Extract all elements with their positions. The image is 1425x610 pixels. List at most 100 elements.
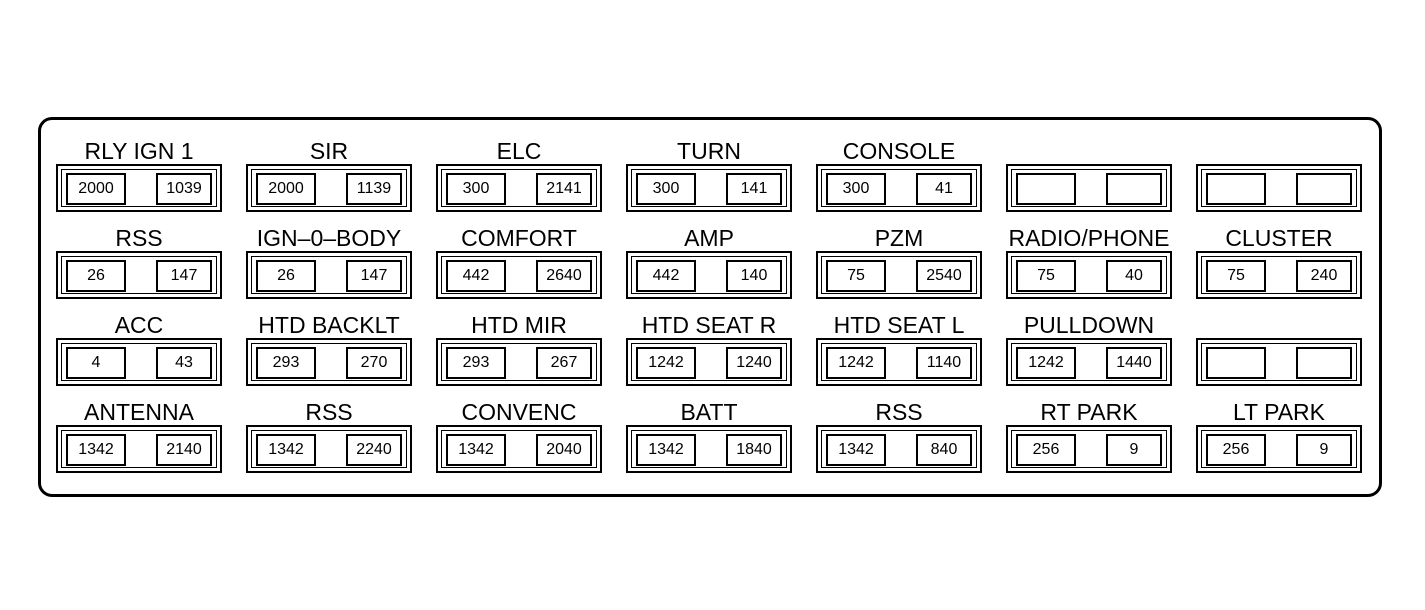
relay-terminal-right: 140 [726,260,782,292]
relay-terminal-left: 1342 [636,434,696,466]
relay-body: 442 2640 [436,251,602,299]
relay-label: LT PARK [1232,399,1326,425]
relay-terminal-right [1296,347,1352,379]
relay-terminal-right: 1840 [726,434,782,466]
relay-label: CLUSTER [1225,225,1333,251]
relay-terminal-left: 75 [1016,260,1076,292]
relay-terminal-left: 2000 [256,173,316,205]
relay-terminal-left: 300 [446,173,506,205]
relay-body: 300 2141 [436,164,602,212]
relay-terminal-right: 147 [156,260,212,292]
relay-label: ANTENNA [84,399,194,425]
relay-terminal-left: 442 [446,260,506,292]
relay-terminal-right: 40 [1106,260,1162,292]
relay-label: HTD SEAT L [833,312,965,338]
relay-label: CONVENC [461,399,577,425]
relay-body [1196,338,1362,386]
relay-slot [1196,304,1362,391]
relay-terminal-left: 293 [446,347,506,379]
relay-terminal-right: 2640 [536,260,592,292]
relay-slot: RSS 26 147 [56,217,222,304]
relay-body: 1342 2040 [436,425,602,473]
relay-terminal-left: 1342 [826,434,886,466]
relay-slot: CONVENC 1342 2040 [436,391,602,478]
relay-terminal-right: 2141 [536,173,592,205]
relay-body: 256 9 [1196,425,1362,473]
relay-body: 4 43 [56,338,222,386]
relay-body: 1242 1440 [1006,338,1172,386]
relay-slot: LT PARK 256 9 [1196,391,1362,478]
relay-terminal-right: 43 [156,347,212,379]
relay-terminal-left: 293 [256,347,316,379]
relay-body: 2000 1039 [56,164,222,212]
relay-label: ELC [496,138,542,164]
relay-slot: BATT 1342 1840 [626,391,792,478]
relay-terminal-right: 141 [726,173,782,205]
relay-label: PZM [874,225,924,251]
relay-terminal-right: 1140 [916,347,972,379]
relay-terminal-left: 1342 [446,434,506,466]
relay-slot: ELC 300 2141 [436,130,602,217]
relay-terminal-right: 2040 [536,434,592,466]
relay-slot: RLY IGN 1 2000 1039 [56,130,222,217]
relay-label: ACC [114,312,164,338]
relay-terminal-left: 256 [1206,434,1266,466]
relay-terminal-right: 2240 [346,434,402,466]
relay-body: 293 267 [436,338,602,386]
relay-terminal-left: 2000 [66,173,126,205]
relay-terminal-left: 4 [66,347,126,379]
relay-panel [38,117,1382,497]
relay-label: BATT [680,399,738,425]
relay-slot [1196,130,1362,217]
relay-terminal-right: 9 [1106,434,1162,466]
relay-terminal-left: 442 [636,260,696,292]
relay-label: RSS [115,225,163,251]
relay-terminal-left: 1242 [1016,347,1076,379]
relay-terminal-left: 26 [66,260,126,292]
relay-slot [1006,130,1172,217]
relay-label: COMFORT [461,225,577,251]
relay-terminal-right: 1039 [156,173,212,205]
relay-label: SIR [309,138,349,164]
relay-label: IGN–0–BODY [256,225,402,251]
relay-terminal-left: 75 [1206,260,1266,292]
relay-label: HTD BACKLT [258,312,400,338]
relay-label: RSS [305,399,353,425]
relay-terminal-right: 1440 [1106,347,1162,379]
relay-terminal-right: 9 [1296,434,1352,466]
relay-label: HTD SEAT R [641,312,777,338]
relay-label: HTD MIR [471,312,567,338]
relay-slot: COMFORT 442 2640 [436,217,602,304]
relay-terminal-left: 1342 [66,434,126,466]
relay-terminal-right [1296,173,1352,205]
relay-body: 26 147 [56,251,222,299]
relay-label: RT PARK [1040,399,1138,425]
relay-label: RLY IGN 1 [84,138,194,164]
relay-terminal-right: 267 [536,347,592,379]
relay-label: RSS [875,399,923,425]
relay-body: 1342 1840 [626,425,792,473]
